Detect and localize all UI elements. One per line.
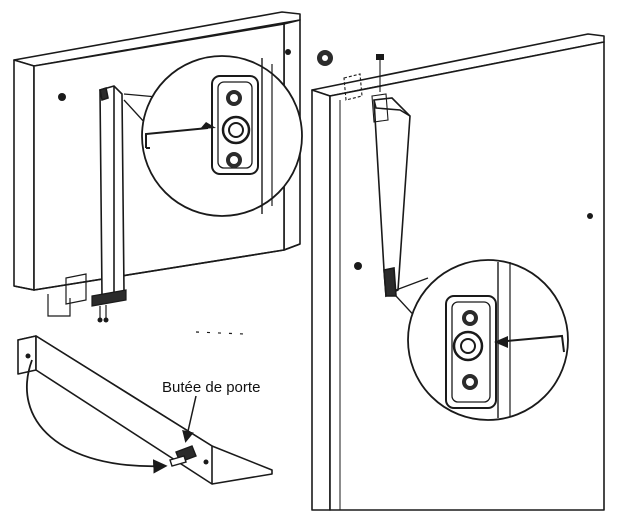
right-magnifier-detail: [407, 259, 569, 421]
right-door-handle: [373, 97, 411, 298]
screw-hole-icon: [58, 93, 66, 101]
door-stop-strip: [17, 335, 273, 485]
allen-key-icon: [495, 334, 565, 353]
screw-icon: [376, 54, 384, 60]
right-door-top-bracket: [343, 60, 389, 123]
screw-hole-icon: [203, 459, 209, 465]
washer-icon: [317, 50, 333, 66]
screw-hole-icon: [25, 353, 31, 359]
left-magnifier-detail: [141, 55, 303, 217]
door-stop-top-edge: [195, 331, 245, 335]
screw-icon: [103, 317, 109, 323]
screw-hole-icon: [354, 262, 362, 270]
insert-arrow-icon: [494, 336, 508, 348]
door-stop-piece: [169, 445, 197, 467]
relocation-arrow-icon: [26, 359, 168, 474]
left-door-handle: [99, 85, 125, 301]
screw-icon: [97, 317, 103, 323]
left-door-bottom-bracket: [47, 273, 127, 318]
allen-key-icon: [145, 127, 209, 149]
door-stop-label: Butée de porte: [162, 379, 260, 396]
screw-hole-icon: [285, 49, 291, 55]
insert-arrow-icon: [200, 122, 216, 129]
screw-hole-icon: [587, 213, 593, 219]
callout-leader-line: [182, 395, 197, 443]
